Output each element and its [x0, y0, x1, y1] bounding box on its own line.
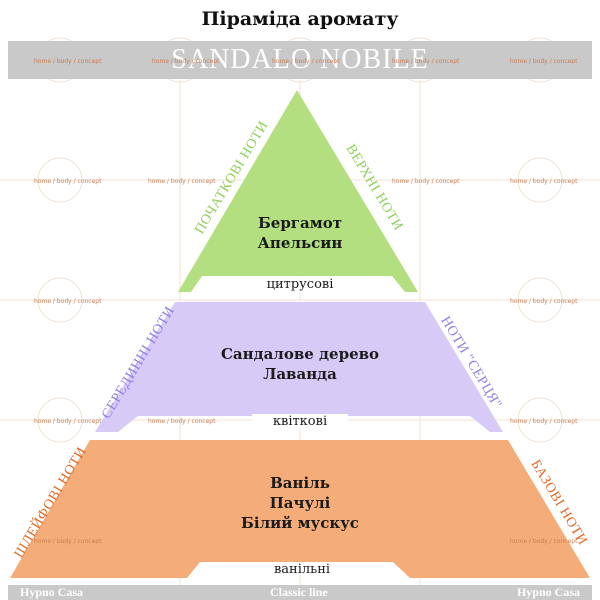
- watermark-text: home / body / concept: [510, 58, 578, 65]
- watermark-text: home / body / concept: [148, 418, 216, 425]
- bottom-tier-family: ванільні: [273, 562, 331, 577]
- middle-note-1: Сандалове дерево: [220, 345, 380, 363]
- bottom-note-3: Білий мускус: [241, 514, 359, 532]
- watermark-text: home / body / concept: [34, 298, 102, 305]
- watermark-text: home / body / concept: [34, 418, 102, 425]
- watermark-text: home / body / concept: [510, 178, 578, 185]
- page-title: Піраміда аромату: [201, 8, 399, 30]
- watermark-text: home / body / concept: [34, 538, 102, 545]
- middle-tier-notes: Сандалове дерево Лаванда: [180, 344, 420, 384]
- watermark-text: home / body / concept: [34, 58, 102, 65]
- middle-tier-family: квіткові: [252, 414, 348, 429]
- watermark-text: home / body / concept: [510, 298, 578, 305]
- middle-tier-shape: [95, 302, 503, 432]
- footer-bar: Hypno Casa Classic line Hypno Casa: [8, 585, 592, 600]
- watermark-text: home / body / concept: [510, 538, 578, 545]
- top-note-1: Бергамот: [257, 214, 343, 232]
- top-note-2: Апельсин: [257, 234, 343, 252]
- watermark-text: home / body / concept: [152, 58, 220, 65]
- footer-center-line: Classic line: [270, 585, 328, 599]
- watermark-text: home / body / concept: [392, 178, 460, 185]
- footer-right-brand: Hypno Casa: [516, 585, 580, 599]
- watermark-text: home / body / concept: [392, 58, 460, 65]
- top-tier-family: цитрусові: [240, 277, 360, 292]
- product-name: SANDALO NOBILE: [171, 44, 429, 75]
- middle-note-2: Лаванда: [263, 365, 337, 383]
- bottom-tier-shape: [10, 440, 590, 578]
- watermark-text: home / body / concept: [272, 58, 340, 65]
- watermark-text: home / body / concept: [34, 178, 102, 185]
- product-banner: [8, 41, 592, 79]
- top-tier-notes: Бергамот Апельсин: [200, 213, 400, 253]
- bottom-note-1: Ваніль: [270, 474, 330, 492]
- watermark-text: home / body / concept: [148, 178, 216, 185]
- bottom-tier-notes: Ваніль Пачулі Білий мускус: [200, 473, 400, 533]
- top-tier-shape: [178, 90, 418, 292]
- watermark-text: home / body / concept: [510, 418, 578, 425]
- bottom-note-2: Пачулі: [269, 494, 331, 512]
- footer-left-brand: Hypno Casa: [20, 585, 84, 599]
